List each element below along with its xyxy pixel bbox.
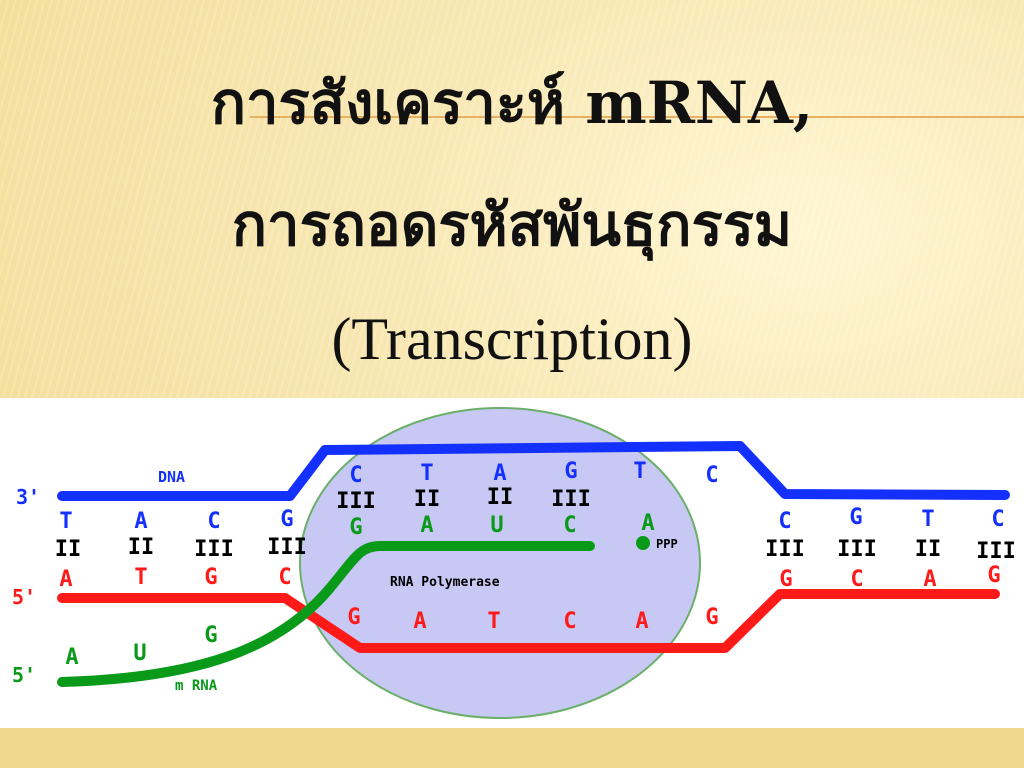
left-bottom-base: T bbox=[134, 565, 147, 590]
triphosphate-label: PPP bbox=[656, 537, 678, 551]
bubble-top-base: G bbox=[564, 459, 577, 484]
mrna-strand bbox=[57, 541, 595, 687]
mrna-5-prime-label: 5' bbox=[12, 663, 36, 687]
bubble-top-base: T bbox=[420, 461, 433, 486]
bubble-top-base: A bbox=[493, 461, 506, 486]
mrna-label: m RNA bbox=[175, 678, 218, 694]
bubble-rna-base: U bbox=[490, 513, 503, 538]
title-accent-line bbox=[250, 116, 1024, 118]
right-bottom-base: C bbox=[850, 567, 863, 592]
bubble-rna-base: A bbox=[641, 511, 654, 536]
bubble-top-base: T bbox=[633, 459, 646, 484]
bubble-top-base: C bbox=[705, 463, 718, 488]
triphosphate-dot bbox=[636, 536, 650, 550]
right-bottom-base: G bbox=[987, 563, 1000, 588]
left-top-base: T bbox=[59, 509, 72, 534]
left-base-bond: III bbox=[267, 535, 307, 560]
bubble-bottom-base: G bbox=[705, 605, 718, 630]
left-base-bond: II bbox=[128, 535, 155, 560]
right-base-bond: III bbox=[837, 537, 877, 562]
right-base-bond: II bbox=[915, 537, 942, 562]
right-top-base: G bbox=[849, 505, 862, 530]
right-top-base: T bbox=[921, 507, 934, 532]
left-top-base: A bbox=[134, 509, 147, 534]
title-line-3: (Transcription) bbox=[331, 306, 693, 372]
bubble-base-bond: II bbox=[414, 487, 441, 512]
bubble-bottom-base: G bbox=[347, 605, 360, 630]
left-base-bond: II bbox=[55, 537, 82, 562]
right-base-bond: III bbox=[976, 539, 1016, 564]
bubble-rna-base: A bbox=[420, 513, 433, 538]
bubble-top-base: C bbox=[349, 463, 362, 488]
rna-polymerase-bubble bbox=[299, 407, 701, 719]
dna-3-prime-label: 3' bbox=[16, 485, 40, 509]
title-line-1: การสังเคราะห์ mRNA, bbox=[210, 69, 814, 137]
diagram-panel: 3' 5' 5' DNA RNA Polymerase m RNA PPP T … bbox=[0, 398, 1024, 728]
bubble-bottom-base: T bbox=[487, 609, 500, 634]
left-bottom-base: A bbox=[59, 567, 72, 592]
right-bottom-base: A bbox=[923, 567, 936, 592]
dna-label: DNA bbox=[158, 468, 185, 486]
title-line-2: การถอดรหัสพันธุกรรม bbox=[231, 191, 793, 259]
left-top-base: G bbox=[280, 507, 293, 532]
bottom-decor-strip bbox=[0, 728, 1024, 768]
bubble-bottom-base: A bbox=[413, 609, 426, 634]
dna-top-strand bbox=[57, 441, 1010, 501]
right-top-base: C bbox=[991, 507, 1004, 532]
right-base-bond: III bbox=[765, 537, 805, 562]
dna-bottom-strand bbox=[57, 589, 1000, 653]
bubble-base-bond: III bbox=[336, 489, 376, 514]
rna-polymerase-label: RNA Polymerase bbox=[390, 575, 500, 590]
left-top-base: C bbox=[207, 509, 220, 534]
bubble-rna-base: C bbox=[563, 513, 576, 538]
left-bottom-base: G bbox=[204, 565, 217, 590]
left-bottom-base: C bbox=[278, 565, 291, 590]
mrna-out-base: A bbox=[65, 645, 78, 670]
left-base-bond: III bbox=[194, 537, 234, 562]
dna-5-prime-label: 5' bbox=[12, 585, 36, 609]
transcription-diagram: 3' 5' 5' DNA RNA Polymerase m RNA PPP T … bbox=[12, 407, 1016, 719]
right-top-base: C bbox=[778, 509, 791, 534]
mrna-out-base: U bbox=[133, 641, 146, 666]
bubble-base-bond: II bbox=[487, 485, 514, 510]
right-bottom-base: G bbox=[779, 567, 792, 592]
bubble-base-bond: III bbox=[551, 487, 591, 512]
mrna-out-base: G bbox=[204, 623, 217, 648]
bubble-bottom-base: C bbox=[563, 609, 576, 634]
bubble-rna-base: G bbox=[349, 515, 362, 540]
bubble-bottom-base: A bbox=[635, 609, 648, 634]
